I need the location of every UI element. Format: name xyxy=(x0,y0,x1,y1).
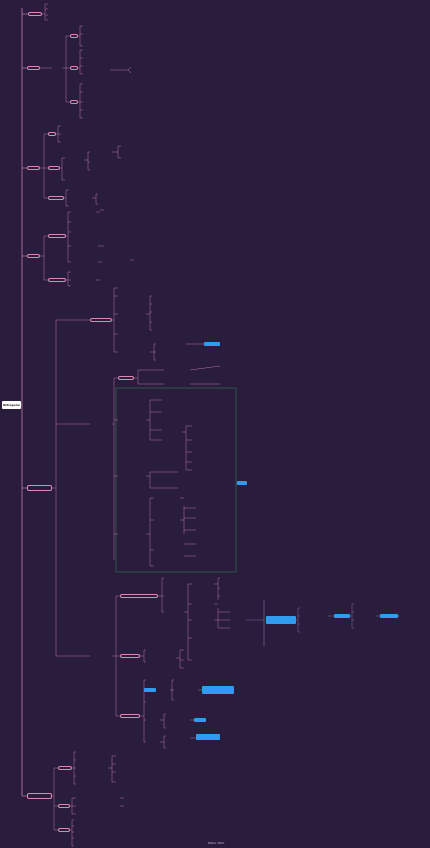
subtopic-node[interactable] xyxy=(48,166,60,170)
topic-node[interactable] xyxy=(28,12,42,16)
highlighted-node[interactable] xyxy=(237,481,247,485)
topic-node[interactable] xyxy=(27,166,40,170)
highlighted-node[interactable] xyxy=(194,718,206,722)
topic-node[interactable] xyxy=(27,66,40,70)
topic-node[interactable] xyxy=(27,254,40,258)
highlighted-node[interactable] xyxy=(334,614,350,618)
subtopic-node[interactable] xyxy=(118,376,134,380)
subtopic-node[interactable] xyxy=(58,766,72,770)
topic-node[interactable] xyxy=(27,485,52,491)
subtopic-node[interactable] xyxy=(70,66,78,70)
subtopic-node[interactable] xyxy=(120,714,140,718)
subtopic-node[interactable] xyxy=(48,196,64,200)
subtopic-node[interactable] xyxy=(58,804,70,808)
root-node[interactable]: Nitrógeno xyxy=(2,401,21,409)
highlighted-node[interactable] xyxy=(196,734,220,740)
footer-caption: Editado: XMind xyxy=(207,842,225,845)
subtopic-node[interactable] xyxy=(58,828,70,832)
subtopic-node[interactable] xyxy=(48,132,56,136)
highlighted-node[interactable] xyxy=(266,616,296,624)
subtopic-node[interactable] xyxy=(120,594,158,598)
topic-node[interactable] xyxy=(27,793,52,799)
subtopic-node[interactable] xyxy=(70,34,78,38)
highlighted-node[interactable] xyxy=(144,688,156,692)
subtopic-node[interactable] xyxy=(120,654,140,658)
highlighted-node[interactable] xyxy=(202,686,234,694)
subtopic-node[interactable] xyxy=(48,234,66,238)
subtopic-node[interactable] xyxy=(70,100,78,104)
highlighted-node[interactable] xyxy=(204,342,220,346)
subtopic-node[interactable] xyxy=(48,278,66,282)
subtopic-node[interactable] xyxy=(90,318,112,322)
highlighted-node[interactable] xyxy=(380,614,398,618)
